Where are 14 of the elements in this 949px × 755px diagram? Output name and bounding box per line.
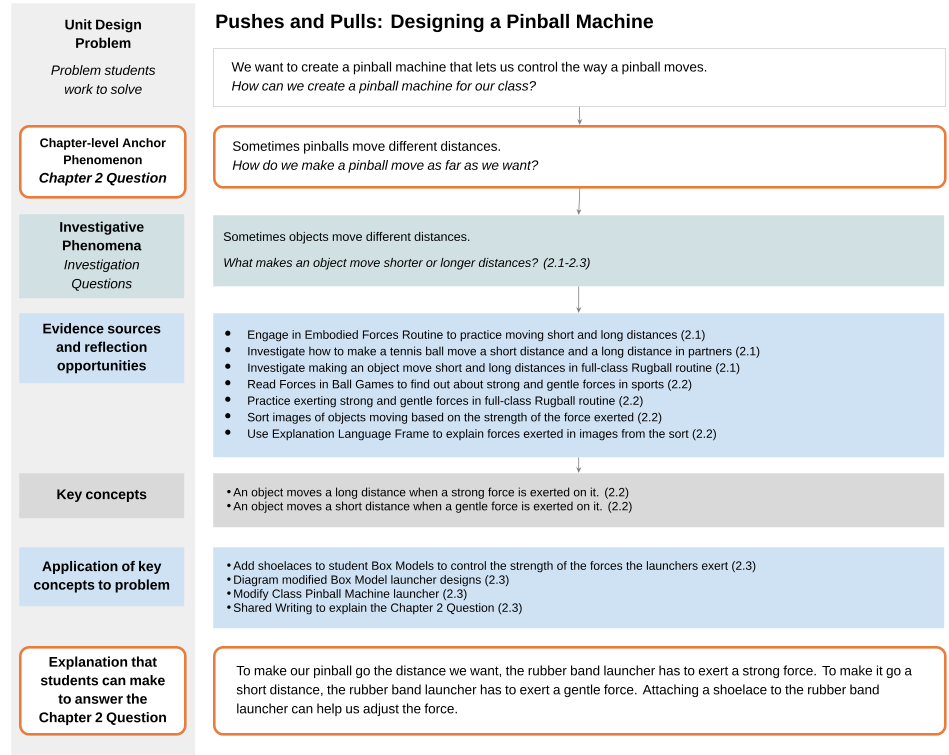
- heading-box: Application of key concepts to problem: [19, 547, 184, 606]
- heading-box: Key concepts: [19, 473, 184, 518]
- phenomena-box: Sometimes objects move different distances. What makes an object move shorter or longer distances? (2.1-2.3): [213, 215, 944, 286]
- title: Pushes and Pulls: Designing a Pinball Machine: [216, 14, 654, 32]
- explanation-box: To make our pinball go the distance we want, the rubber band launcher has to exert a strong force. To make it go a short distance, the rubber band launcher has to exert a gentle force. Attaching a shoelace to the rubber band launcher can help us adjust the force.: [213, 646, 947, 736]
- evidence-box: Engage in Embodied Forces Routine to practice moving short and long distances (2.1) Investigate how to make a tennis ball move a short distance and a long distance in partners (2.1) Investigate making an object move short and long distances in full-class Rugball routine (2.1) Read Forces in Ball Games to find out about strong and gentle forces in sports (2.2) Practice exerting strong and gentle forces in full-class Rugball routine (2.2) Sort images of objects moving based on the strength of the force exerted (2.2) Use Explanation Language Frame to explain forces exerted in images from the sort (2.2): [213, 313, 944, 458]
- anchor-box: Chapter-level Anchor Phenomenon Chapter 2 Question: [19, 125, 187, 199]
- question-box: Sometimes pinballs move different distances. How do we make a pinball move as far as we want?: [213, 125, 947, 189]
- concepts-box: An object moves a long distance when a strong force is exerted on it. (2.2) An object moves a short distance when a gentle force is exerted on it. (2.2): [213, 473, 944, 528]
- problem-box: We want to create a pinball machine that lets us control the way a pinball moves. How can we create a pinball machine for our class?: [213, 48, 946, 107]
- heading-box: Investigative Phenomena Investigation Questions: [19, 214, 184, 298]
- explanation-box: Explanation that students can make to answer the Chapter 2 Question: [19, 646, 187, 736]
- application-box: Add shoelaces to student Box Models to control the strength of the forces the launchers exert (2.3) Diagram modified Box Model launcher designs (2.3) Modify Class Pinball Machine launcher (2.3) Shared Writing to explain the Chapter 2 Question (2.3): [213, 547, 944, 628]
- heading-box: Evidence sources and reflection opportunities: [19, 313, 184, 384]
